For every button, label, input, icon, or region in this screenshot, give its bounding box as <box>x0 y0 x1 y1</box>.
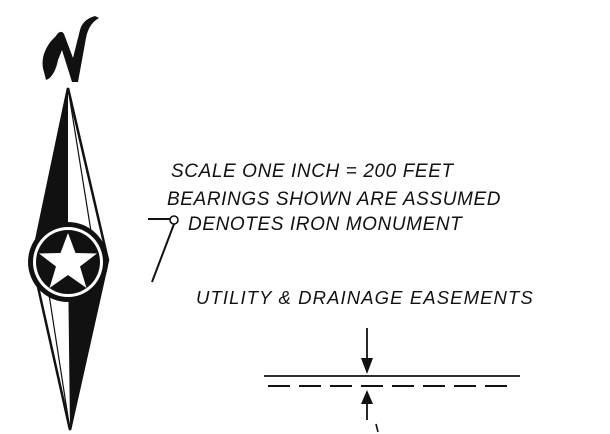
easements-title: UTILITY & DRAINAGE EASEMENTS <box>196 287 534 308</box>
bearings-note: BEARINGS SHOWN ARE ASSUMED <box>167 189 502 210</box>
north-letter-icon <box>42 16 99 82</box>
easement-line-symbol-icon <box>264 328 520 433</box>
scale-note: SCALE ONE INCH = 200 FEET <box>171 161 454 182</box>
star-medallion-icon <box>28 222 108 302</box>
iron-monument-symbol-icon <box>148 215 179 283</box>
iron-monument-note: DENOTES IRON MONUMENT <box>188 214 463 235</box>
